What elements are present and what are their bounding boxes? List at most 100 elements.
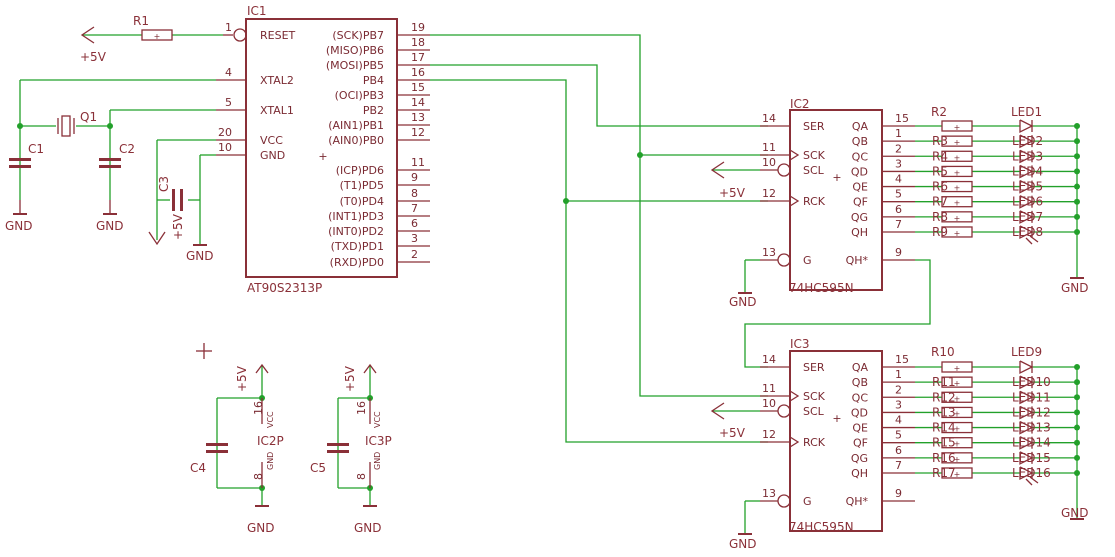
shift-register-body [789, 109, 883, 291]
ic3-vcc-label: +5V [719, 426, 746, 440]
shift-register-pin-label: QG [851, 211, 868, 224]
symbols [9, 18, 1084, 535]
resistor-body [941, 361, 973, 373]
shift-register-pin-number: 9 [895, 487, 902, 500]
labels: IC1 AT90S2313P R1 +5V Q1 C1 C2 GND GND C… [5, 4, 1089, 551]
resistor-origin-mark: + [954, 229, 961, 238]
ic1-pin-label: XTAL1 [260, 104, 294, 117]
led-emission-arrow [1025, 237, 1033, 245]
shift-register-pin-number: 2 [895, 142, 902, 155]
led-triangle [1019, 119, 1034, 134]
ic1-pin-label: PB4 [363, 74, 384, 87]
shift-register-pin-label: QH* [846, 495, 869, 508]
shift-register-pin-label: QA [852, 361, 869, 374]
shift-register-pin-number: 10 [762, 397, 776, 410]
led-triangle [1019, 134, 1034, 149]
ic1-pin-number: 12 [411, 126, 425, 139]
wires [17, 34, 1080, 534]
ic1-pin-number: 8 [411, 187, 418, 200]
shift-register-pin-label: SCK [803, 149, 826, 162]
led-label: LED13 [1012, 421, 1051, 435]
q1-label: Q1 [80, 110, 97, 124]
r1-vcc-arrow [80, 26, 95, 44]
ic1-pin-number: 9 [411, 171, 418, 184]
ic3-g-gnd-label: GND [729, 537, 757, 551]
shift-register-pin-label: QH* [846, 254, 869, 267]
c2-label: C2 [119, 142, 135, 156]
resistor-label: R9 [932, 225, 948, 239]
led-label: LED10 [1012, 375, 1051, 389]
resistor-label: R14 [932, 421, 956, 435]
sck-bus [430, 34, 768, 397]
led-label: LED8 [1012, 225, 1043, 239]
led-triangle [1019, 375, 1034, 390]
shift-register-pin-number: 13 [762, 246, 776, 259]
vcc-arrow [363, 363, 377, 374]
shift-register-pin-label: QC [852, 150, 869, 163]
shift-register-clock-triangle [789, 390, 800, 402]
resistor-origin-mark: + [954, 379, 961, 388]
ic1-origin-mark: + [318, 150, 327, 163]
ic3-first-led-label: LED9 [1011, 345, 1042, 359]
c5-label: C5 [310, 461, 326, 475]
shift-register-pin-number: 1 [895, 127, 902, 140]
junction-dot [17, 123, 23, 129]
led-label: LED2 [1012, 134, 1043, 148]
resistor-body [941, 391, 973, 403]
shift-register-pin-label: QB [852, 376, 868, 389]
ic1-pin-label: GND [260, 149, 285, 162]
shift-register-pin-label: G [803, 495, 812, 508]
junction-dot [637, 152, 643, 158]
resistor-label: R4 [932, 149, 948, 163]
resistor-label: R8 [932, 210, 948, 224]
ic3-part: 74HC595N [789, 520, 854, 534]
resistor-label: R3 [932, 134, 948, 148]
ic1-pin-label: VCC [260, 134, 283, 147]
resistor-label: R5 [932, 164, 948, 178]
shift-register-pin-number: 14 [762, 112, 776, 125]
resistor-label: R12 [932, 390, 956, 404]
ic1-pin-number: 10 [218, 141, 232, 154]
ic1-pin-label: (INT1)PD3 [328, 210, 384, 223]
led-triangle [1019, 420, 1034, 435]
ic1-pin-number: 6 [411, 217, 418, 230]
c2-plate [99, 165, 121, 168]
pwr-cap-plate [206, 450, 228, 453]
resistor-label: R17 [932, 466, 956, 480]
led-triangle [1019, 210, 1034, 224]
r1-body [141, 29, 173, 41]
ic2p-gnd-pin-label: GND [266, 452, 275, 470]
shift-register-pin-number: 2 [895, 383, 902, 396]
led-triangle [1019, 360, 1034, 375]
resistor-origin-mark: + [954, 470, 961, 479]
ic1-pin-number: 3 [411, 232, 418, 245]
c3-label: C3 [157, 176, 171, 192]
ic1-pin-number: 19 [411, 21, 425, 34]
ic3p-gnd-pin-num: 8 [355, 473, 368, 480]
resistor-body [941, 180, 973, 193]
ic1-pin-number: 15 [411, 81, 425, 94]
shift-register-pin-number: 13 [762, 487, 776, 500]
resistor-origin-mark: + [954, 364, 961, 373]
shift-register-inversion-bubble [777, 404, 791, 418]
led-triangle [1019, 164, 1034, 179]
shift-register-pin-label: SCL [803, 405, 825, 418]
shift-register-pin-label: G [803, 254, 812, 267]
ic1-pin-number: 14 [411, 96, 425, 109]
shift-register-pin-label: SCL [803, 164, 825, 177]
resistor-label: R6 [932, 180, 948, 194]
led-label: LED12 [1012, 405, 1051, 419]
ic1-pin-label: (OCI)PB3 [335, 89, 384, 102]
shift-register-pin-label: QD [851, 406, 868, 419]
led-label: LED4 [1012, 164, 1043, 178]
resistor-origin-mark: + [954, 168, 961, 177]
shift-register-pin-label: RCK [803, 436, 826, 449]
shift-register-clock-triangle [789, 436, 800, 448]
c3-plate [172, 189, 175, 211]
resistor-label: R16 [932, 451, 956, 465]
ic2p-gnd-pin-num: 8 [252, 473, 265, 480]
shift-register-pin-label: QB [852, 135, 868, 148]
shift-register-pin-number: 9 [895, 246, 902, 259]
shift-register-pin-label: SER [803, 361, 825, 374]
